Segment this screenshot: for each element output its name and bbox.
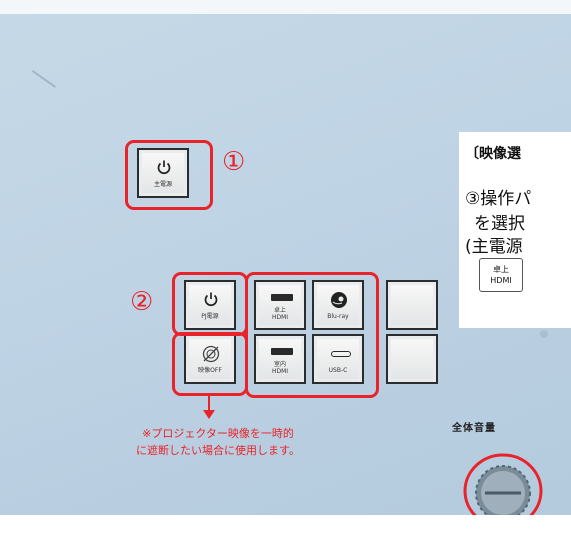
indoor-hdmi-button[interactable]: 室内 HDMI <box>254 334 306 384</box>
video-off-button[interactable]: 映像OFF <box>184 334 236 384</box>
hdmi-port-icon <box>271 348 293 355</box>
usbc-button[interactable]: USB-C <box>312 334 364 384</box>
bottom-edge <box>0 515 571 535</box>
video-off-label: 映像OFF <box>198 367 222 374</box>
highlight-video-off <box>172 332 248 396</box>
power-icon <box>157 160 171 175</box>
desk-hdmi-label: 卓上 HDMI <box>259 307 301 321</box>
highlight-pj-power <box>172 272 248 336</box>
main-power-label: 主電源 <box>153 181 172 188</box>
callout-line2: を選択 <box>474 214 525 234</box>
top-edge <box>0 0 571 14</box>
blank-key-bottom <box>386 334 438 384</box>
desk-hdmi-label-line1: 卓上 <box>273 307 286 314</box>
note-arrow-line <box>208 395 210 413</box>
video-off-note: ※プロジェクター映像を一時的 に遮断したい場合に使用します。 <box>98 425 338 459</box>
callout-mini-button: 卓上 HDMI <box>479 258 523 292</box>
blank-key-top <box>386 280 438 330</box>
panel-screw <box>540 330 548 338</box>
highlight-main-power <box>125 140 213 210</box>
marker-one: ① <box>222 147 246 177</box>
pj-power-button[interactable]: PJ電源 <box>184 280 236 330</box>
marker-two: ② <box>130 287 154 317</box>
bluray-button[interactable]: Blu-ray <box>312 280 364 330</box>
note-line2: に遮断したい場合に使用します。 <box>136 444 300 457</box>
power-icon <box>204 292 218 307</box>
indoor-hdmi-label: 室内 HDMI <box>259 361 301 375</box>
desk-hdmi-button[interactable]: 卓上 HDMI <box>254 280 306 330</box>
callout-title: 〔映像選 <box>465 146 521 162</box>
desk-hdmi-label-line2: HDMI <box>271 314 289 321</box>
pj-power-label: PJ電源 <box>201 313 219 320</box>
panel-scratch <box>31 70 57 88</box>
callout-line1: ③操作パ <box>465 189 532 209</box>
video-off-icon <box>202 345 220 363</box>
volume-label: 全体音量 <box>452 423 496 434</box>
note-arrow-head <box>203 410 215 419</box>
usbc-label: USB-C <box>328 367 348 374</box>
bluray-label: Blu-ray <box>327 313 349 320</box>
indoor-hdmi-label-line1: 室内 <box>273 361 286 368</box>
note-line1: ※プロジェクター映像を一時的 <box>142 427 294 440</box>
hdmi-port-icon <box>271 294 293 301</box>
indoor-hdmi-label-line2: HDMI <box>271 368 289 375</box>
volume-knob-icon[interactable] <box>455 445 545 531</box>
usb-c-port-icon <box>331 351 351 357</box>
bluray-disc-icon <box>331 292 347 308</box>
callout-line3: (主電源 <box>465 237 523 257</box>
main-power-button[interactable]: 主電源 <box>137 148 189 198</box>
mini-button-line1: 卓上 <box>493 265 509 274</box>
highlight-source-buttons <box>245 272 379 398</box>
mini-button-line2: HDMI <box>490 276 512 285</box>
callout-panel: 〔映像選 ③操作パ を選択 (主電源 <box>459 132 571 328</box>
